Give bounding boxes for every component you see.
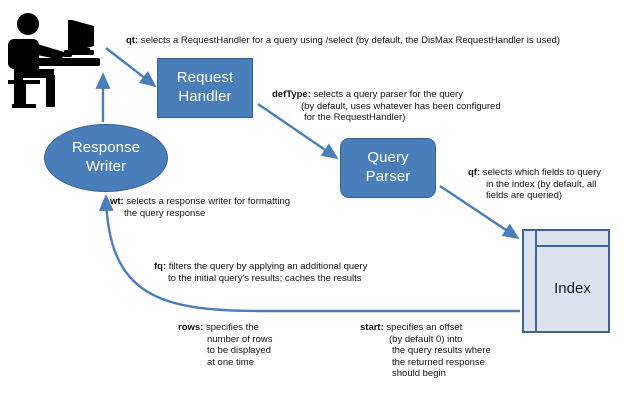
node-response-writer[interactable]: Response Writer (44, 124, 168, 192)
node-response-writer-line2: Writer (85, 158, 127, 175)
annotation-fq: fq: filters the query by applying an add… (154, 261, 367, 284)
annotation-qf-line2: in the index (by default, all (486, 178, 597, 190)
annotation-wt-key: wt: (110, 196, 124, 207)
annotation-rows: rows: specifies the number of rows to be… (178, 322, 272, 368)
annotation-rows-line2: number of rows (207, 333, 273, 345)
annotation-start-line2: (by default 0) into (389, 333, 463, 345)
annotation-qt: qt: selects a RequestHandler for a query… (126, 35, 560, 47)
annotation-wt-line2: the query response (124, 207, 206, 219)
annotation-deftype-line2: (by default, uses whatever has been conf… (301, 100, 501, 112)
node-query-parser[interactable]: Query Parser (340, 138, 436, 198)
node-index[interactable]: Index (522, 229, 610, 333)
annotation-deftype-key: defType: (272, 89, 311, 100)
annotation-rows-line1: specifies the (205, 322, 259, 333)
annotation-fq-key: fq: (154, 261, 167, 272)
annotation-fq-line1: filters the query by applying an additio… (168, 261, 368, 272)
annotation-start: start: specifies an offset (by default 0… (360, 322, 491, 380)
node-request-handler-line1: Request (176, 69, 234, 87)
node-query-parser-line1: Query (367, 149, 409, 167)
node-query-parser-line2: Parser (365, 168, 411, 185)
annotation-start-line4: the returned response (392, 356, 485, 368)
index-header-line (535, 245, 608, 247)
index-spine-line (535, 231, 537, 331)
annotation-start-line1: specifies an offset (386, 322, 463, 333)
arrow-fq (98, 194, 520, 313)
arrow-deftype (257, 103, 339, 160)
annotation-qt-key: qt: (126, 35, 139, 46)
annotation-qf-key: qf: (468, 167, 481, 178)
annotation-qf: qf: selects which fields to query in the… (468, 167, 601, 202)
annotation-wt: wt: selects a response writer for format… (110, 196, 290, 219)
person-at-computer-icon (8, 13, 100, 108)
annotation-rows-line3: to be displayed (207, 345, 271, 357)
annotation-rows-line4: at one time (207, 356, 254, 368)
annotation-start-line3: the query results where (392, 345, 491, 357)
arrow-qf (439, 185, 520, 240)
arrow-qt (105, 47, 157, 88)
node-index-label: Index (554, 279, 591, 297)
annotation-qt-line1: selects a RequestHandler for a query usi… (140, 35, 561, 46)
annotation-deftype-line3: for the RequestHandler) (304, 112, 406, 124)
annotation-rows-key: rows: (178, 322, 204, 333)
annotation-start-line5: should begin (392, 368, 446, 380)
annotation-wt-line1: selects a response writer for formatting (126, 196, 291, 207)
node-response-writer-line1: Response (71, 139, 141, 157)
annotation-start-key: start: (360, 322, 384, 333)
node-request-handler-line2: Handler (178, 88, 232, 105)
annotation-fq-line2: to the initial query's results; caches t… (168, 272, 362, 284)
annotation-deftype-line1: selects a query parser for the query (313, 89, 463, 100)
annotation-qf-line1: selects which fields to query (482, 167, 602, 178)
annotation-deftype: defType: selects a query parser for the … (272, 89, 501, 124)
annotation-qf-line3: fields are queried) (486, 190, 563, 202)
node-request-handler[interactable]: Request Handler (157, 58, 253, 118)
